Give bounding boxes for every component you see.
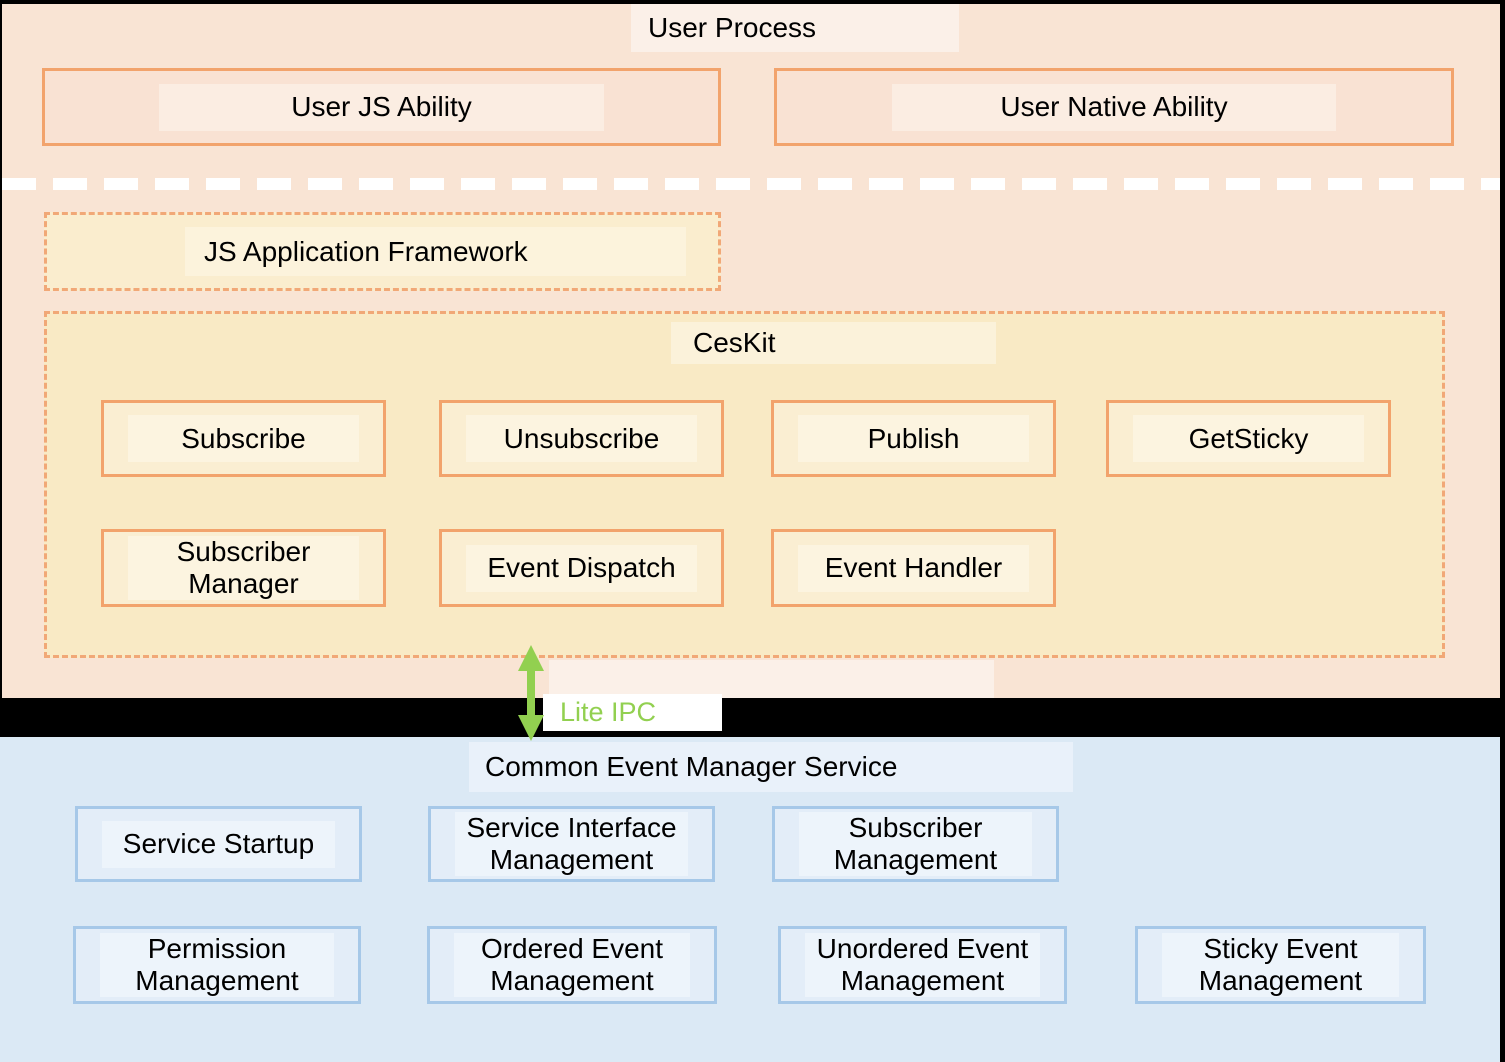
label-line: Manager (188, 568, 299, 599)
user-native-ability-box: User Native Ability (774, 68, 1454, 146)
sticky-event-management-label: Sticky Event Management (1162, 933, 1399, 997)
ceskit-box-subscriber-manager: Subscriber Manager (101, 529, 386, 607)
ceskit-box-getsticky: GetSticky (1106, 400, 1391, 477)
common-event-manager-service-title: Common Event Manager Service (469, 742, 1073, 792)
subscriber-manager-label: Subscriber Manager (127, 536, 360, 600)
js-application-framework-box: JS Application Framework (44, 212, 721, 291)
user-js-ability-label: User JS Ability (159, 83, 604, 131)
label-line: Permission (147, 933, 287, 964)
highlight-rect (549, 660, 994, 698)
unordered-event-management-box: Unordered Event Management (778, 926, 1067, 1004)
label-line: Management (490, 965, 654, 996)
label-line: Subscriber (848, 812, 983, 843)
unsubscribe-label: Unsubscribe (465, 415, 698, 462)
sticky-event-management-box: Sticky Event Management (1135, 926, 1426, 1004)
ceskit-container: CesKit Subscribe Unsubscribe Publish Get… (44, 311, 1445, 658)
user-process-title: User Process (631, 4, 959, 52)
unordered-event-management-label: Unordered Event Management (805, 933, 1040, 997)
user-process-section: User Process User JS Ability User Native… (2, 4, 1500, 698)
label-line: Subscriber (176, 536, 311, 567)
user-js-ability-box: User JS Ability (42, 68, 721, 146)
label-line: Management (1198, 965, 1363, 996)
getsticky-label: GetSticky (1132, 415, 1365, 462)
publish-label: Publish (797, 415, 1030, 462)
event-handler-label: Event Handler (797, 544, 1030, 592)
label-line: Unordered Event (816, 933, 1029, 964)
service-interface-management-box: Service Interface Management (428, 806, 715, 882)
ceskit-box-subscribe: Subscribe (101, 400, 386, 477)
ceskit-box-unsubscribe: Unsubscribe (439, 400, 724, 477)
label-line: Management (833, 844, 998, 875)
label-line: Management (135, 965, 299, 996)
process-boundary-dashed-line (2, 178, 1500, 190)
ceskit-box-event-dispatch: Event Dispatch (439, 529, 724, 607)
user-native-ability-label: User Native Ability (891, 83, 1337, 131)
ceskit-box-event-handler: Event Handler (771, 529, 1056, 607)
service-interface-management-label: Service Interface Management (454, 812, 689, 876)
ordered-event-management-box: Ordered Event Management (427, 926, 717, 1004)
lite-ipc-double-arrow-icon (518, 645, 544, 741)
ceskit-box-publish: Publish (771, 400, 1056, 477)
subscriber-management-label: Subscriber Management (798, 812, 1033, 876)
permission-management-label: Permission Management (99, 933, 335, 997)
permission-management-box: Permission Management (73, 926, 361, 1004)
subscribe-label: Subscribe (127, 415, 360, 462)
label-line: Management (840, 965, 1005, 996)
js-application-framework-label: JS Application Framework (185, 227, 686, 276)
label-line: Ordered Event (480, 933, 664, 964)
ordered-event-management-label: Ordered Event Management (454, 933, 690, 997)
service-startup-label: Service Startup (101, 820, 336, 868)
label-line: Sticky Event (1203, 933, 1358, 964)
label-line: Management (489, 844, 654, 875)
ceskit-title: CesKit (671, 322, 996, 364)
service-startup-box: Service Startup (75, 806, 362, 882)
event-dispatch-label: Event Dispatch (465, 544, 698, 592)
subscriber-management-box: Subscriber Management (772, 806, 1059, 882)
label-line: Service Interface (466, 812, 677, 843)
lite-ipc-label: Lite IPC (543, 694, 722, 731)
common-event-manager-service-section: Common Event Manager Service Service Sta… (0, 737, 1500, 1062)
